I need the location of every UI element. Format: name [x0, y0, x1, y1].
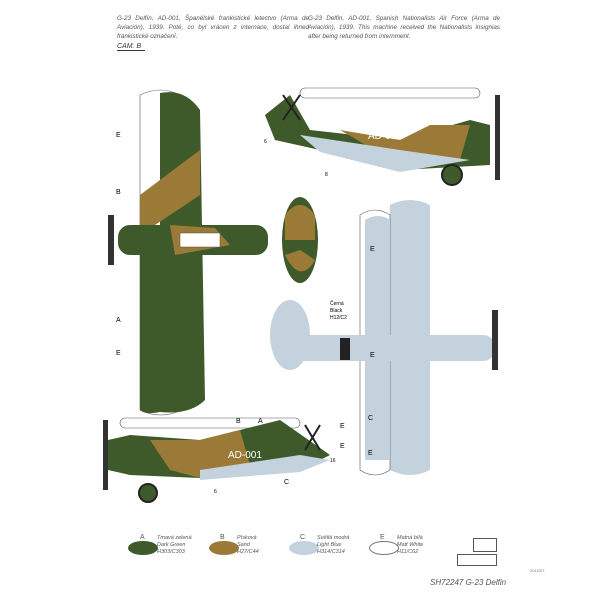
swatch-matt-white [369, 541, 399, 555]
callout-e: E [370, 352, 375, 359]
legend-cz: Tmavá zelená [157, 535, 192, 541]
callout-8: 8 [325, 172, 328, 178]
callout-a: A [258, 418, 263, 425]
camouflage-label: CAM. B [117, 43, 146, 51]
sheet-code: 2012/07 [530, 568, 545, 573]
callout-e: E [116, 132, 121, 139]
top-view: E B A E [108, 89, 318, 416]
registration-mark: AD-001 [368, 131, 402, 142]
legend-code: H11/C62 [397, 549, 419, 555]
black-note-cz: Černá [330, 300, 344, 307]
callout-a: A [116, 317, 121, 324]
swatch-dark-green [128, 541, 158, 555]
callout-c: C [284, 479, 289, 486]
black-note-code: H12/C2 [330, 315, 347, 321]
legend-en: Light Blue [317, 542, 342, 548]
gunze-sangyo-logo [457, 554, 497, 566]
legend-en: Sand [237, 542, 250, 548]
callout-e: E [368, 450, 373, 457]
legend-letter: A [140, 534, 145, 541]
callout-6: 6 [264, 139, 267, 145]
bottom-view: Černá Black H12/C2 E E C E [270, 200, 498, 476]
legend-code: H27/C44 [237, 549, 259, 555]
legend-code: H303/C303 [157, 549, 185, 555]
callout-e: E [116, 350, 121, 357]
legend-cz: Matná bílá [397, 535, 423, 541]
legend-code: H314/C314 [317, 549, 345, 555]
side-view-lower: AD-001 B A E E C 16 6 [103, 417, 345, 503]
legend-letter: B [220, 534, 225, 541]
legend-cz: Písková [237, 535, 257, 541]
kit-title: SH72247 G-23 Delfin [430, 578, 507, 587]
legend-en: Matt White [397, 542, 424, 548]
legend-letter: C [300, 534, 306, 541]
caption-english: G-23 Delfin, AD-001, Spanish Nationalist… [308, 15, 500, 40]
side-view-upper: AD-001 6 8 [264, 87, 500, 186]
legend-letter: E [380, 534, 385, 541]
legend-cz: Světlá modrá [317, 535, 350, 541]
swatch-sand [209, 541, 239, 555]
callout-e: E [370, 246, 375, 253]
kpm-logo [473, 538, 497, 552]
callout-16: 16 [330, 458, 336, 464]
callout-6: 6 [214, 489, 217, 495]
callout-b: B [236, 418, 241, 425]
legend-en: Dark Green [157, 542, 186, 548]
callout-e: E [340, 423, 345, 430]
caption-czech: G-23 Delfín, AD-001, Španělské frankisti… [117, 15, 309, 40]
black-note-en: Black [330, 308, 343, 314]
swatch-light-blue [289, 541, 319, 555]
callout-c: C [368, 415, 373, 422]
callout-e: E [340, 443, 345, 450]
registration-mark: AD-001 [228, 450, 262, 461]
callout-b: B [116, 189, 121, 196]
